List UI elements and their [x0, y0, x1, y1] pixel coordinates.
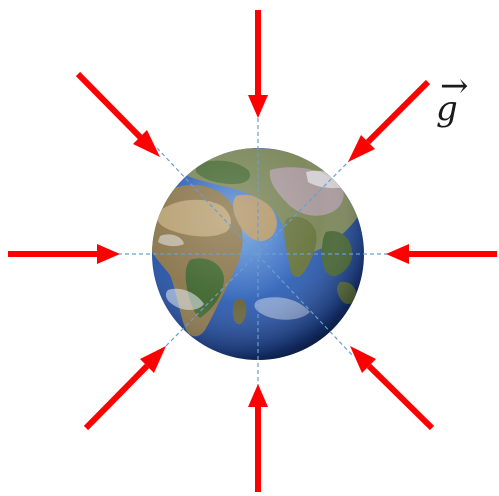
gravity-vector-label: → g [436, 66, 469, 129]
guide-lines [118, 118, 388, 388]
arrow-from-top [248, 10, 268, 118]
arrow-from-bottom-right [350, 346, 435, 431]
arrow-from-right [386, 244, 497, 264]
arrow-from-bottom-left [83, 346, 166, 431]
arrow-from-top-right [348, 79, 431, 162]
arrow-from-top-left [75, 71, 160, 157]
arrow-from-left [8, 244, 120, 264]
guide-line-diagonal-down [156, 147, 353, 356]
guide-line-diagonal-up [159, 153, 357, 353]
arrow-from-bottom [248, 384, 268, 492]
gravity-arrows [8, 10, 497, 492]
earth-globe [152, 148, 364, 360]
vector-letter: g [436, 89, 458, 129]
vector-arrow-symbol: → [440, 66, 469, 106]
